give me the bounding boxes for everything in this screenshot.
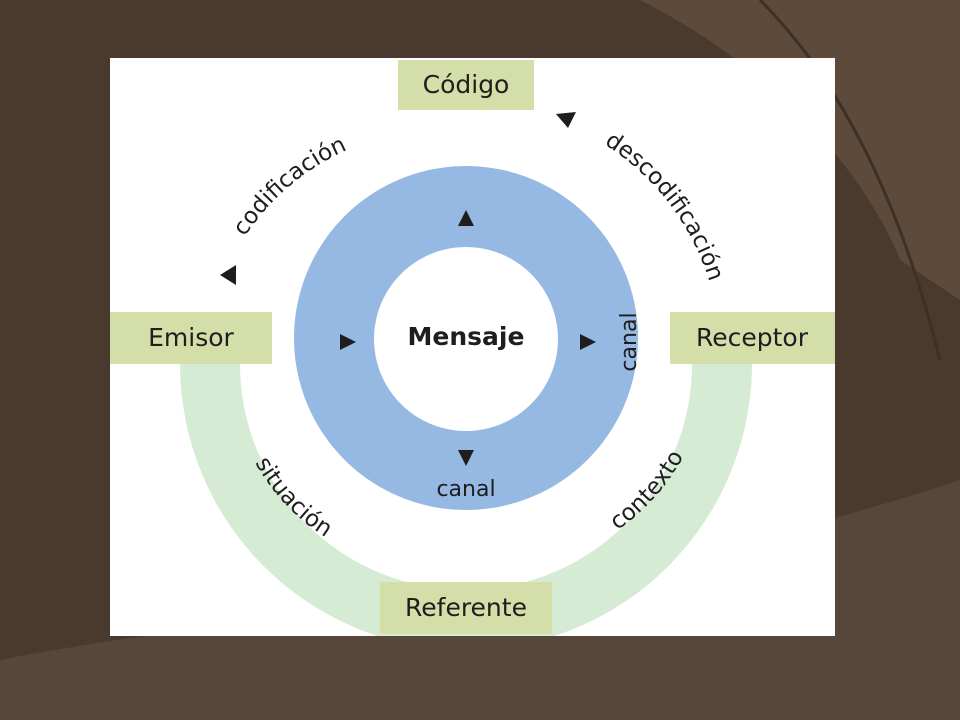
communication-diagram: Mensaje canal canal codificación descodi… — [110, 60, 835, 636]
channel-label-bottom: canal — [436, 477, 495, 502]
box-codigo: Código — [398, 60, 534, 110]
decor-curve-line — [758, 0, 942, 361]
box-receptor-label: Receptor — [696, 323, 809, 352]
box-referente: Referente — [380, 582, 552, 634]
arrow-down-icon — [556, 112, 576, 128]
box-emisor-label: Emisor — [148, 323, 234, 352]
arrow-down-icon — [458, 450, 474, 466]
green-context-arc — [180, 364, 752, 636]
arc-label-codificacion: codificación — [228, 132, 350, 241]
channel-label-right: canal — [617, 312, 642, 371]
box-referente-label: Referente — [405, 593, 527, 622]
box-receptor: Receptor — [670, 312, 835, 364]
box-emisor: Emisor — [110, 312, 272, 364]
arrow-up-icon — [458, 210, 474, 226]
decor-band-top — [640, 0, 960, 300]
diagram-panel: Mensaje canal canal codificación descodi… — [110, 58, 835, 636]
arrow-right-icon — [580, 334, 596, 350]
box-codigo-label: Código — [423, 70, 510, 99]
arrow-right-icon — [340, 334, 356, 350]
center-label-mensaje: Mensaje — [408, 322, 525, 351]
blue-channel-ring — [294, 166, 639, 510]
arc-label-descodificacion: descodificación — [601, 127, 729, 284]
arrow-left-icon — [220, 265, 236, 285]
